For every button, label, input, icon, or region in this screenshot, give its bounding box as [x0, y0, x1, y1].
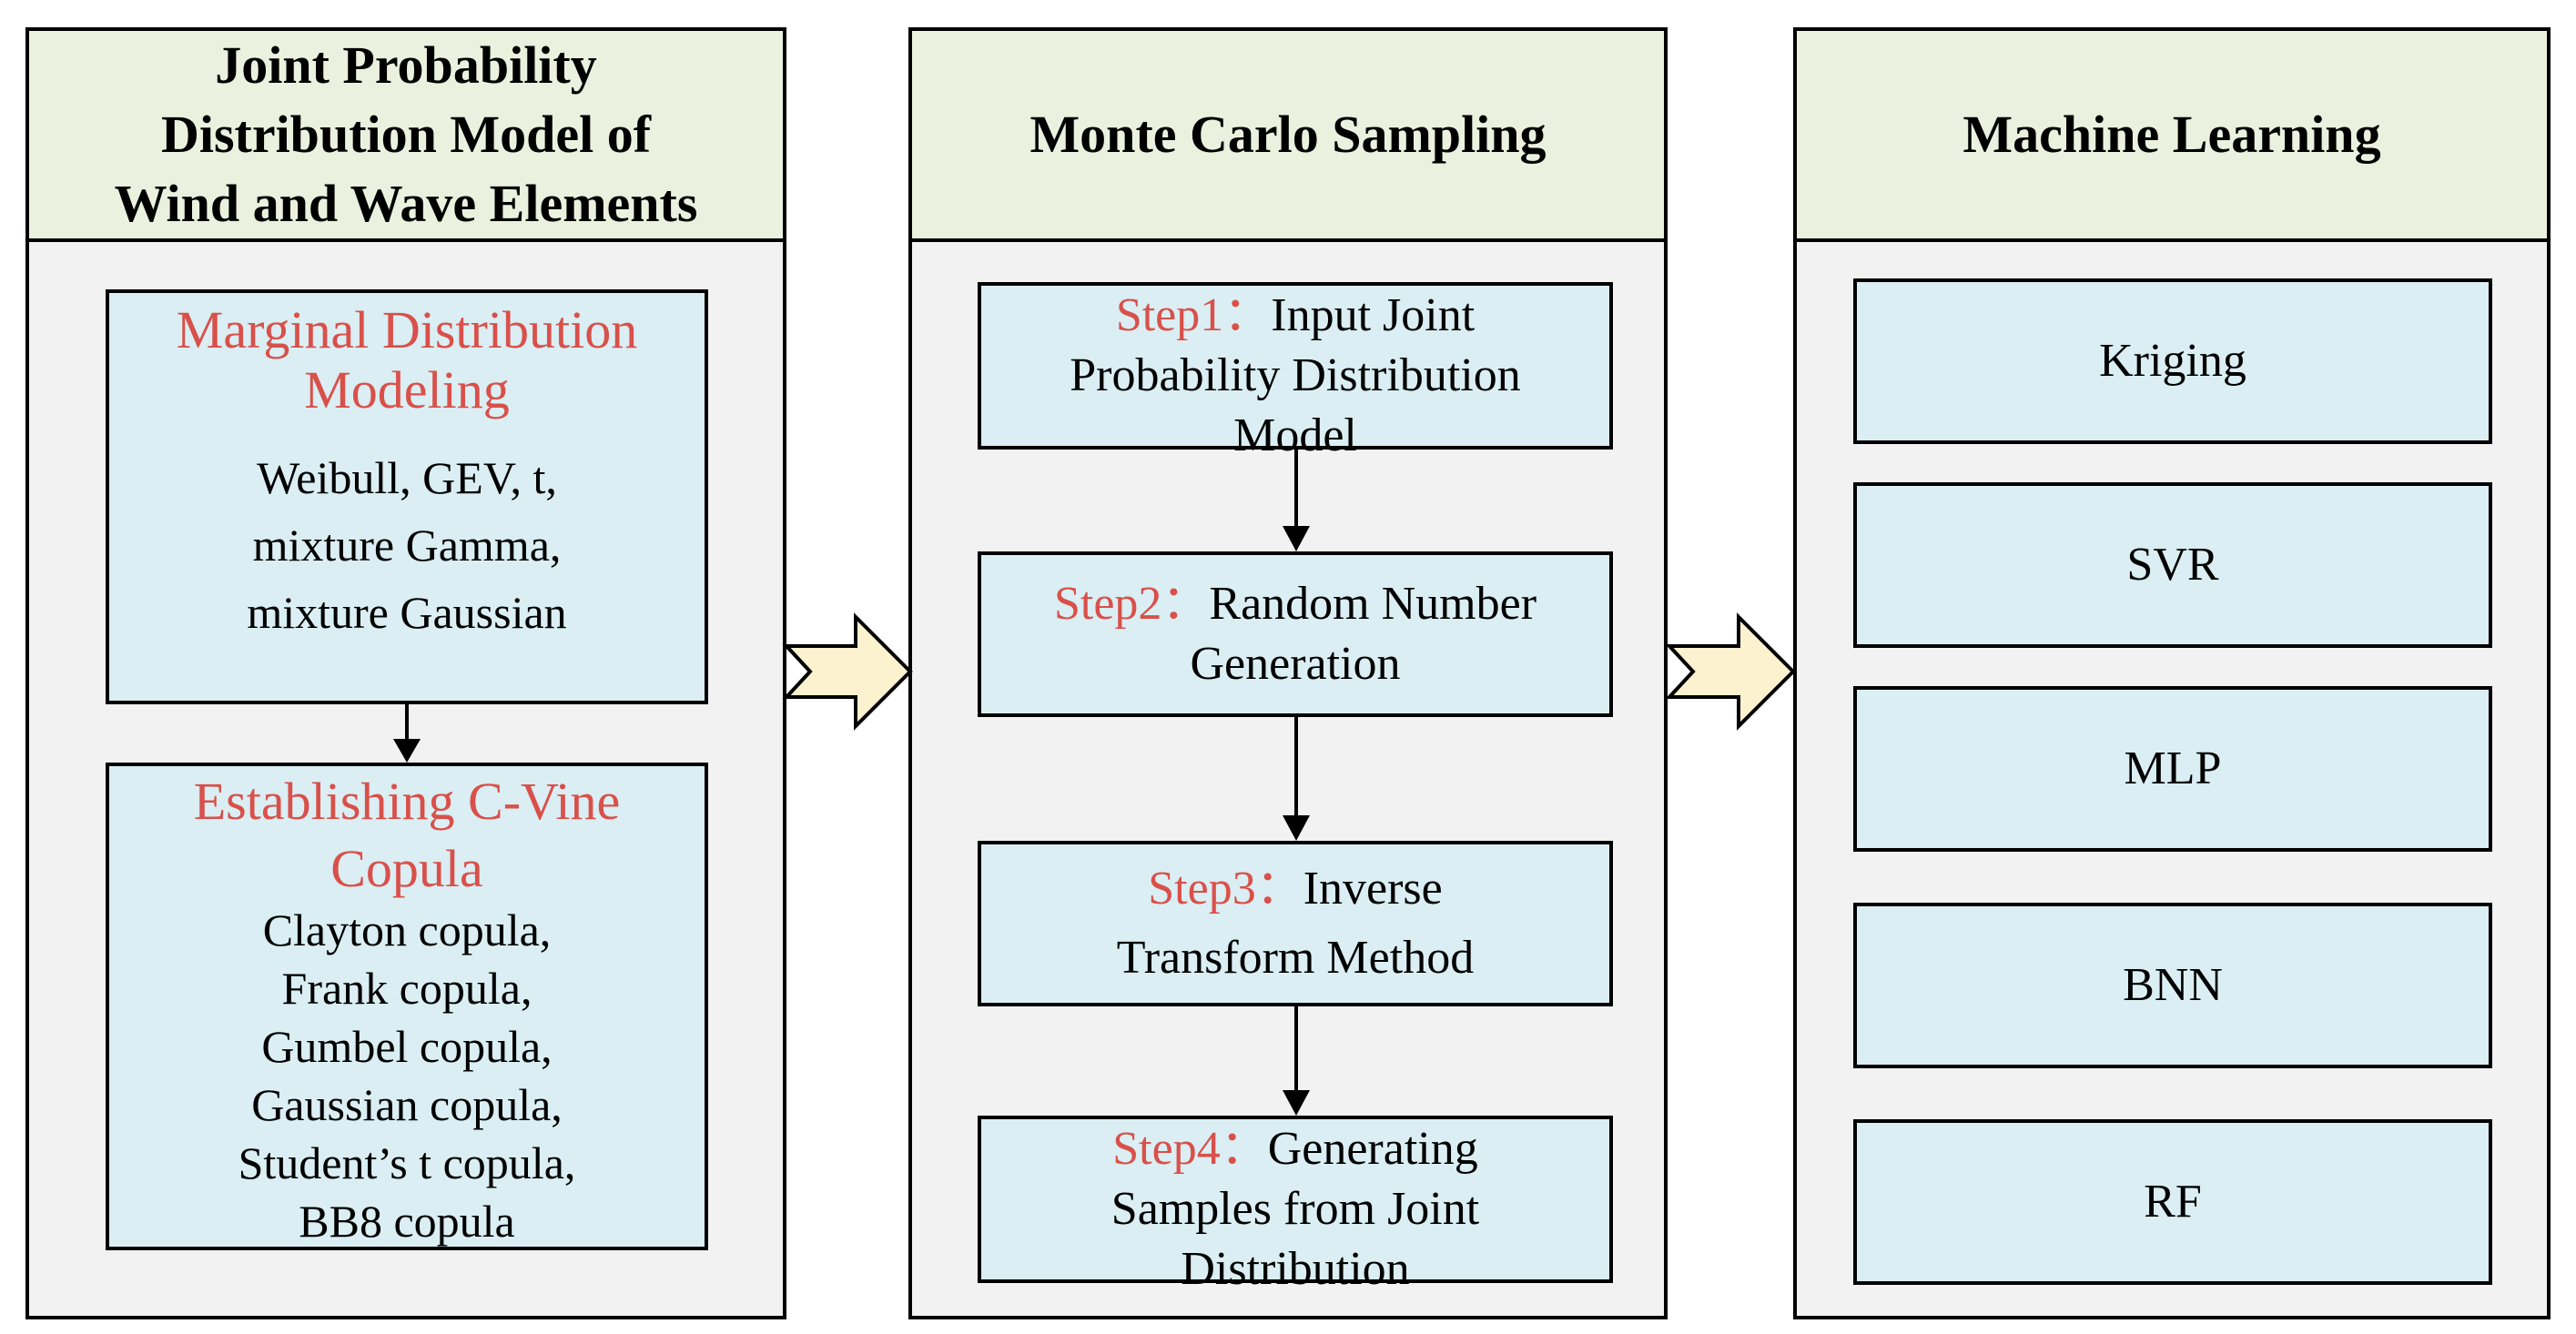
- step-text: Random Number: [1209, 578, 1537, 630]
- title-line: Monte Carlo Sampling: [1029, 105, 1547, 164]
- step-text: Generation: [1190, 638, 1401, 690]
- box-heading: Copula: [330, 839, 483, 898]
- distribution-item: mixture Gaussian: [247, 587, 567, 638]
- copula-item: Clayton copula,: [262, 904, 552, 955]
- copula-item: Gaussian copula,: [251, 1079, 563, 1130]
- step-text: Samples from Joint: [1111, 1183, 1480, 1235]
- panel-machine-learning: Machine Learning: [1793, 27, 2551, 1319]
- distribution-item: mixture Gamma,: [252, 520, 562, 571]
- step-line: Step2：Random Number: [1054, 574, 1536, 634]
- method-rf: RF: [1853, 1119, 2492, 1285]
- method-label: BNN: [2123, 959, 2223, 1011]
- copula-item: Student’s t copula,: [238, 1137, 576, 1188]
- box-heading: Modeling: [304, 360, 510, 419]
- copula-item: BB8 copula: [299, 1196, 515, 1247]
- method-label: SVR: [2126, 539, 2219, 591]
- method-label: Kriging: [2099, 335, 2246, 387]
- c-vine-copula-box: Establishing C-Vine Copula Clayton copul…: [106, 763, 708, 1250]
- box-heading: Marginal Distribution: [176, 300, 638, 359]
- method-label: RF: [2144, 1176, 2202, 1228]
- step-line: Step3：Inverse: [1148, 854, 1442, 924]
- step2-box: Step2：Random Number Generation: [978, 551, 1613, 717]
- copula-item: Frank copula,: [281, 963, 532, 1014]
- method-mlp: MLP: [1853, 686, 2492, 852]
- arrow-head: [1283, 815, 1310, 841]
- method-label: MLP: [2124, 743, 2222, 794]
- marginal-distribution-box: Marginal Distribution Modeling Weibull, …: [106, 289, 708, 704]
- step-tag: Step2：: [1053, 578, 1210, 630]
- title-line: Wind and Wave Elements: [114, 174, 698, 233]
- step4-box: Step4：Generating Samples from Joint Dist…: [978, 1116, 1613, 1295]
- copula-item: Gumbel copula,: [261, 1021, 553, 1072]
- step1-box: Step1：Input Joint Probability Distributi…: [978, 282, 1613, 461]
- box-heading: Establishing C-Vine: [193, 772, 621, 831]
- step-line: Step4：Generating: [1112, 1119, 1477, 1179]
- step-text: Input Joint: [1271, 289, 1476, 341]
- distribution-item: Weibull, GEV, t,: [257, 452, 557, 503]
- step-text: Probability Distribution: [1070, 349, 1521, 401]
- step-text: Transform Method: [1116, 932, 1475, 984]
- title-line: Machine Learning: [1962, 105, 2381, 164]
- arrow-head: [1283, 526, 1310, 551]
- arrow-head: [1283, 1090, 1310, 1116]
- flow-arrow-right: [782, 612, 913, 731]
- title-line: Distribution Model of: [160, 105, 652, 164]
- step3-box: Step3：Inverse Transform Method: [978, 841, 1613, 1006]
- step-text: Generating: [1267, 1123, 1478, 1175]
- step-text: Inverse: [1303, 863, 1443, 915]
- panel-machine-learning-title: Machine Learning: [1797, 31, 2547, 242]
- step-tag: Step4：: [1112, 1123, 1268, 1175]
- title-line: Joint Probability: [215, 35, 597, 95]
- panel-monte-carlo-title: Monte Carlo Sampling: [912, 31, 1664, 242]
- method-svr: SVR: [1853, 482, 2492, 648]
- step-line: Step1：Input Joint: [1116, 286, 1475, 346]
- step-tag: Step1：: [1115, 289, 1272, 341]
- arrow-head: [393, 739, 421, 763]
- step-tag: Step3：: [1148, 863, 1303, 915]
- step-text: Distribution: [1181, 1243, 1410, 1295]
- method-bnn: BNN: [1853, 903, 2492, 1068]
- panel-joint-probability-title: Joint Probability Distribution Model of …: [29, 31, 783, 242]
- flow-arrow-right: [1665, 612, 1796, 731]
- method-kriging: Kriging: [1853, 278, 2492, 444]
